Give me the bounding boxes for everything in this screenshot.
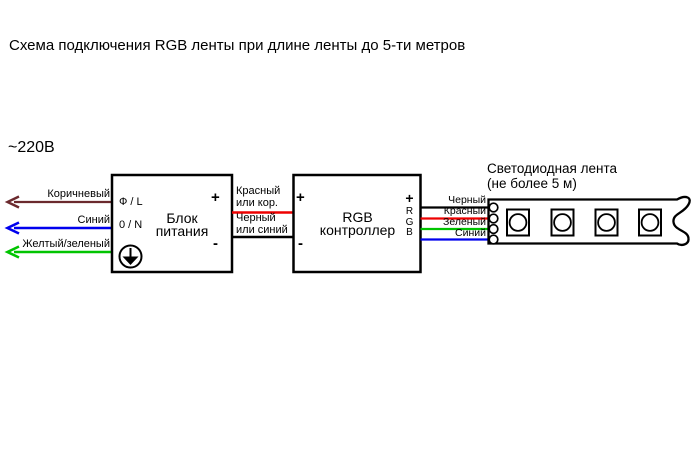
dc-wire-label-black: Черный или синий (236, 212, 288, 236)
strip-wire-label-red: Красный (443, 205, 486, 217)
controller-output-plus: + (405, 190, 414, 206)
controller-output-g: G (405, 216, 414, 228)
strip-wire-label-black: Черный (448, 194, 486, 206)
strip-terminal (488, 202, 499, 213)
left-arrowhead-icon (4, 221, 20, 235)
controller-minus-label: - (298, 235, 303, 252)
power-plus-label: + (211, 189, 220, 206)
rgb-controller-box (292, 173, 422, 274)
earth-ground-icon (118, 244, 143, 269)
mains-voltage-label: ~220В (8, 139, 55, 156)
power-minus-label: - (213, 235, 218, 252)
strip-terminal (488, 234, 499, 245)
phase-terminal-label: Ф / L (119, 196, 143, 208)
power-supply-name: Блок питания (155, 210, 209, 239)
mains-wire-label-brown: Коричневый (47, 188, 110, 200)
led-strip-label: Светодиодная лента (не более 5 м) (487, 161, 617, 191)
controller-output-b: B (406, 226, 413, 238)
left-arrowhead-icon (4, 195, 20, 209)
led-module (594, 208, 619, 237)
controller-plus-label: + (296, 189, 305, 206)
mains-wire-label-blue: Синий (77, 214, 110, 226)
led-module (506, 208, 530, 237)
controller-output-r: R (405, 206, 414, 217)
dc-wire-label-red: Красный или кор. (236, 185, 281, 209)
strip-wire-label-blue: Синий (455, 227, 486, 239)
left-arrowhead-icon (4, 245, 20, 259)
led-module (638, 208, 662, 237)
strip-terminal (488, 223, 499, 235)
neutral-terminal-label: 0 / N (119, 219, 143, 231)
mains-wire-label-green: Желтый/зеленый (22, 238, 110, 250)
page-title: Схема подключения RGB ленты при длине ле… (9, 37, 466, 54)
controller-name: RGB контроллер (319, 209, 396, 238)
strip-wire-label-green: Зеленый (442, 216, 486, 228)
strip-terminal (488, 213, 499, 224)
led-module (550, 208, 575, 237)
